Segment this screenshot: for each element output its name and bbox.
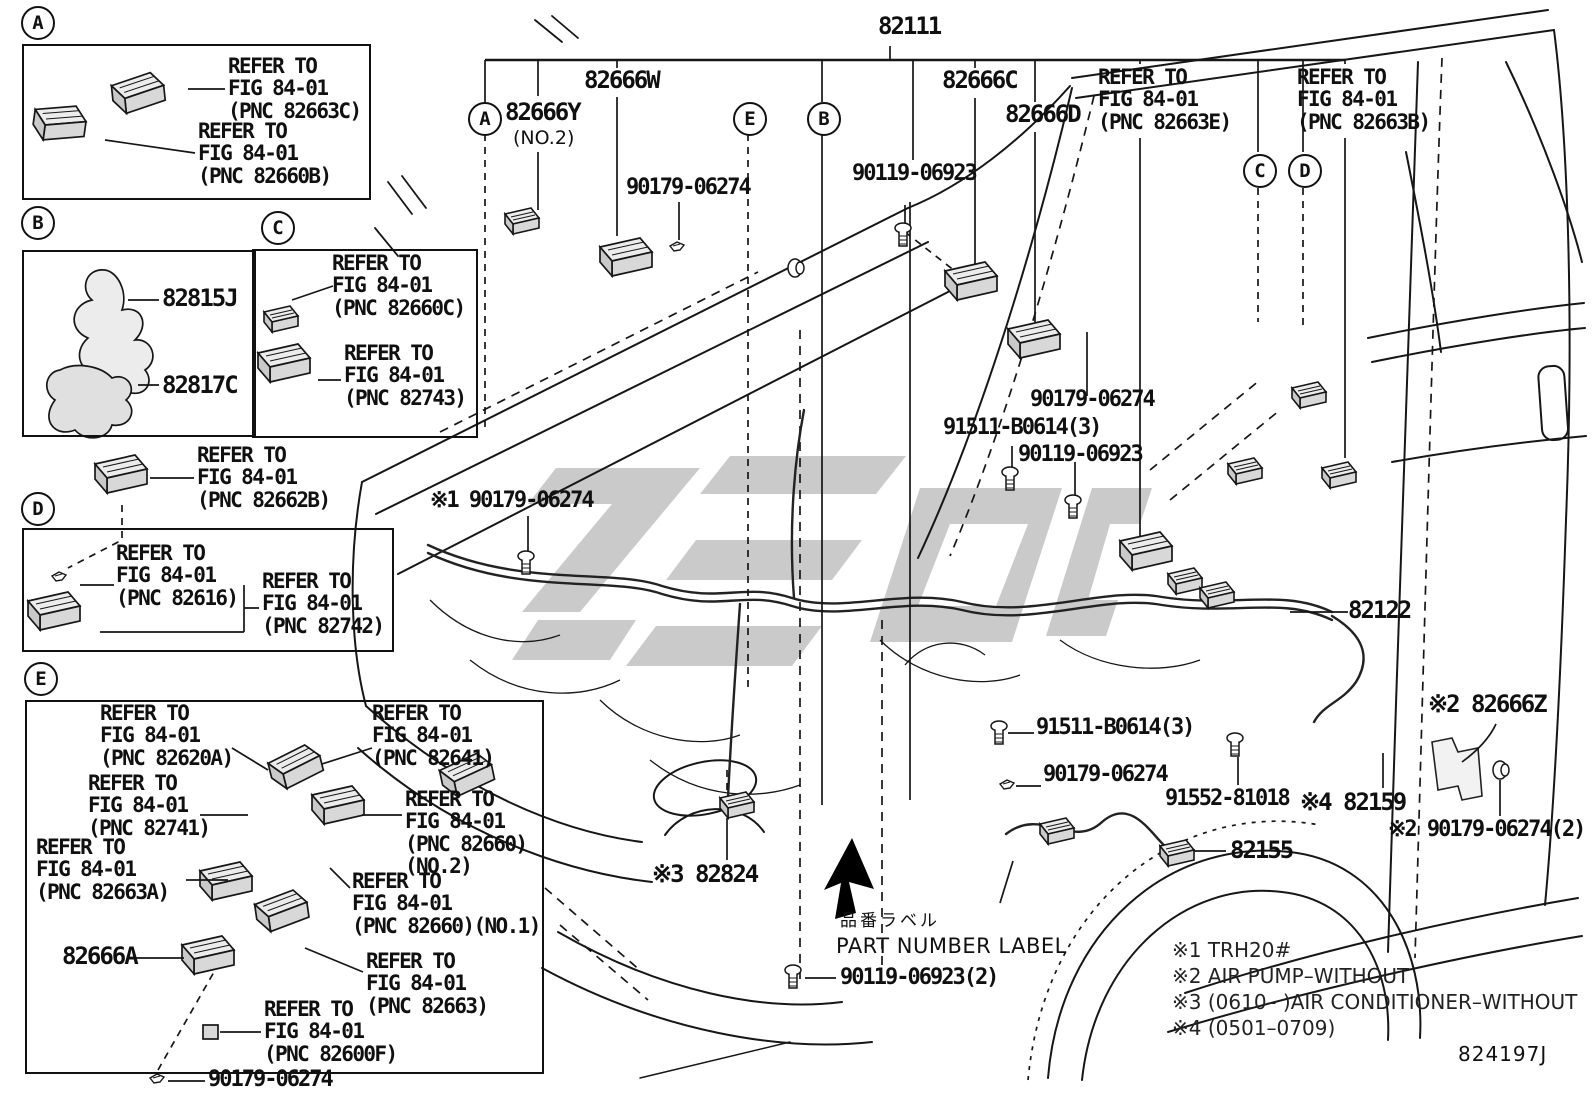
section-circle-e: E: [24, 662, 58, 696]
detail-box-d: [22, 528, 394, 652]
callout-82666Y-note: (NO.2): [513, 127, 575, 149]
ref-label-82660B: REFER TO FIG 84-01 (PNC 82660B): [198, 119, 332, 188]
diagram-circle-b: B: [807, 102, 841, 136]
callout-91511-B0614-a: 91511-B0614(3): [943, 415, 1102, 440]
van-body-outline: [351, 9, 1587, 1081]
diagram-circle-c: C: [1243, 154, 1277, 188]
callout-90179-06274-low: 90179-06274: [1043, 762, 1169, 787]
part-number-label-en: PART NUMBER LABEL: [836, 934, 1067, 958]
callout-82155: 82155: [1230, 836, 1294, 864]
ref-label-82616: REFER TO FIG 84-01 (PNC 82616): [116, 541, 239, 610]
callout-82666W: 82666W: [584, 66, 661, 94]
section-circle-c: C: [261, 211, 295, 245]
engine-bay-detail: [429, 599, 1201, 795]
diagram-circle-d: D: [1288, 154, 1322, 188]
callout-82666Y: 82666Y: [505, 98, 582, 126]
callout-90179-06274-x2: ※2 90179-06274(2): [1388, 817, 1586, 842]
ref-label-82663B: REFER TO FIG 84-01 (PNC 82663B): [1297, 65, 1431, 134]
wiring-harness: [426, 408, 1483, 851]
callout-82666Z: ※2 82666Z: [1428, 690, 1548, 718]
note-3: ※3 (0610– )AIR CONDITIONER–WITHOUT: [1172, 990, 1578, 1014]
ref-label-82663: REFER TO FIG 84-01 (PNC 82663): [366, 949, 489, 1018]
callout-90179-06274-top: 90179-06274: [626, 175, 752, 200]
ref-label-82660C: REFER TO FIG 84-01 (PNC 82660C): [332, 251, 466, 320]
ref-label-82662B: REFER TO FIG 84-01 (PNC 82662B): [197, 443, 331, 512]
ref-label-82620A: REFER TO FIG 84-01 (PNC 82620A): [100, 701, 234, 770]
section-circle-b: B: [21, 206, 55, 240]
callout-90119-06923-x2: 90119-06923(2): [840, 965, 999, 990]
watermark-logo: [512, 456, 1152, 666]
ref-label-82663C: REFER TO FIG 84-01 (PNC 82663C): [228, 54, 362, 123]
callout-leader-dashed: [67, 134, 1304, 1071]
callout-90179-06274-bottom: 90179-06274: [208, 1067, 334, 1092]
callout-90179-06274-mid: 90179-06274: [1030, 387, 1156, 412]
note-2: ※2 AIR PUMP–WITHOUT: [1172, 964, 1410, 988]
figure-code: 824197J: [1458, 1042, 1548, 1066]
section-circle-a: A: [21, 6, 55, 40]
van-body-dashed-lines: [439, 57, 1443, 1081]
callout-leader-lines: [150, 46, 1501, 1082]
ref-label-82660-no1: REFER TO FIG 84-01 (PNC 82660)(NO.1): [352, 869, 541, 938]
callout-82666D: 82666D: [1005, 100, 1082, 128]
callout-91511-B0614-b: 91511-B0614(3): [1036, 715, 1195, 740]
callout-82111: 82111: [878, 12, 942, 40]
part-number-label-jp: 品番ラベル: [840, 911, 940, 931]
note-4: ※4 (0501–0709): [1172, 1016, 1336, 1040]
callout-82159: ※4 82159: [1300, 788, 1407, 816]
detail-box-a: [22, 44, 371, 200]
detail-box-b: [22, 250, 256, 437]
diagram-circle-a: A: [468, 102, 502, 136]
callout-91552-81018: 91552-81018: [1165, 786, 1291, 811]
callout-82824: ※3 82824: [652, 860, 759, 888]
callout-90119-06923-mid: 90119-06923: [1018, 442, 1144, 467]
section-circle-d: D: [21, 492, 55, 526]
part-label-82817C: 82817C: [162, 371, 239, 399]
callout-90179-06274-s1: ※1 90179-06274: [430, 488, 595, 513]
ref-label-82660-no2: REFER TO FIG 84-01 (PNC 82660) (NO.2): [405, 787, 528, 878]
ref-label-82741: REFER TO FIG 84-01 (PNC 82741): [88, 771, 211, 840]
detail-box-parts: [27, 70, 498, 1040]
diagram-circle-e: E: [733, 102, 767, 136]
detail-box-e: [25, 700, 544, 1074]
callout-82122: 82122: [1348, 596, 1412, 624]
part-label-82666A: 82666A: [62, 942, 139, 970]
callout-90119-06923-top: 90119-06923: [852, 161, 978, 186]
ref-label-82663A: REFER TO FIG 84-01 (PNC 82663A): [36, 835, 170, 904]
part-label-82815J: 82815J: [162, 284, 239, 312]
ref-label-82663E: REFER TO FIG 84-01 (PNC 82663E): [1098, 65, 1232, 134]
detail-box-c: [252, 249, 478, 438]
ref-label-82743: REFER TO FIG 84-01 (PNC 82743): [344, 341, 467, 410]
ref-label-82641: REFER TO FIG 84-01 (PNC 82641): [372, 701, 495, 770]
callout-82666C: 82666C: [942, 66, 1019, 94]
part-number-label-arrow-icon: [824, 838, 874, 919]
ref-label-82600F: REFER TO FIG 84-01 (PNC 82600F): [264, 997, 398, 1066]
note-1: ※1 TRH20#: [1172, 938, 1292, 962]
ref-label-82742: REFER TO FIG 84-01 (PNC 82742): [262, 569, 385, 638]
